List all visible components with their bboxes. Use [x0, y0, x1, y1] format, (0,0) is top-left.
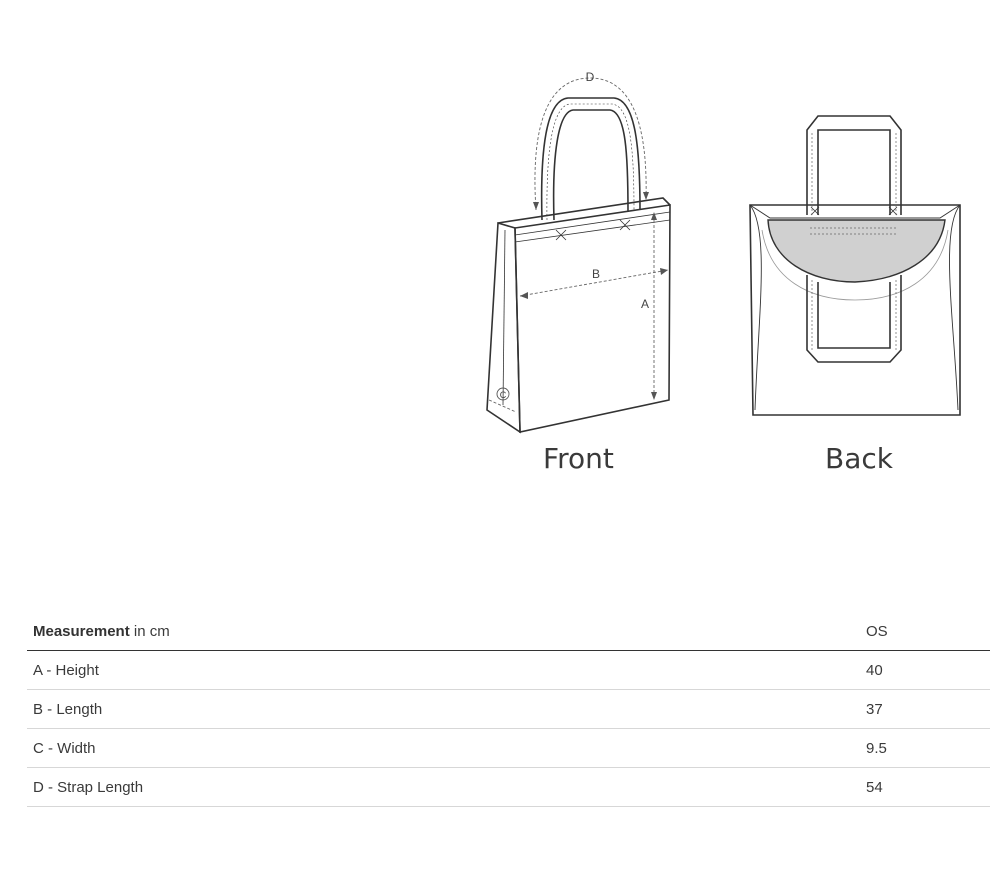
bag-diagram: D B A C — [470, 60, 980, 490]
row-value: 40 — [866, 650, 990, 690]
row-label: C - Width — [27, 728, 866, 768]
measurement-header-bold: Measurement — [33, 622, 130, 640]
row-value: 37 — [866, 689, 990, 729]
size-table-header: Measurement in cm OS — [27, 612, 990, 651]
front-arrowheads — [520, 192, 668, 400]
front-dimensions — [488, 77, 669, 413]
size-table-body: A - Height 40 B - Length 37 C - Width 9.… — [27, 650, 990, 807]
front-caption: Front — [543, 442, 614, 475]
size-table: Measurement in cm OS A - Height 40 B - L… — [27, 612, 990, 807]
back-stitching — [810, 132, 898, 350]
label-b: B — [592, 267, 600, 281]
label-c: C — [500, 390, 507, 400]
back-bag — [749, 115, 961, 416]
front-bag — [486, 97, 671, 434]
row-label: D - Strap Length — [27, 767, 866, 807]
row-label: A - Height — [27, 650, 866, 690]
bag-illustration: D B A C — [486, 70, 961, 434]
table-row: B - Length 37 — [27, 689, 990, 729]
label-a: A — [641, 297, 649, 311]
width-marker-circle — [496, 387, 510, 401]
measurement-header: Measurement in cm — [27, 612, 866, 651]
label-d: D — [586, 70, 595, 84]
row-label: B - Length — [27, 689, 866, 729]
header-row: Measurement in cm OS — [27, 612, 990, 651]
size-os-header: OS — [866, 612, 990, 651]
table-row: C - Width 9.5 — [27, 728, 990, 768]
measurement-header-unit: in cm — [129, 622, 170, 640]
table-row: D - Strap Length 54 — [27, 767, 990, 807]
row-value: 54 — [866, 767, 990, 807]
row-value: 9.5 — [866, 728, 990, 768]
table-row: A - Height 40 — [27, 650, 990, 690]
back-caption: Back — [825, 442, 893, 475]
